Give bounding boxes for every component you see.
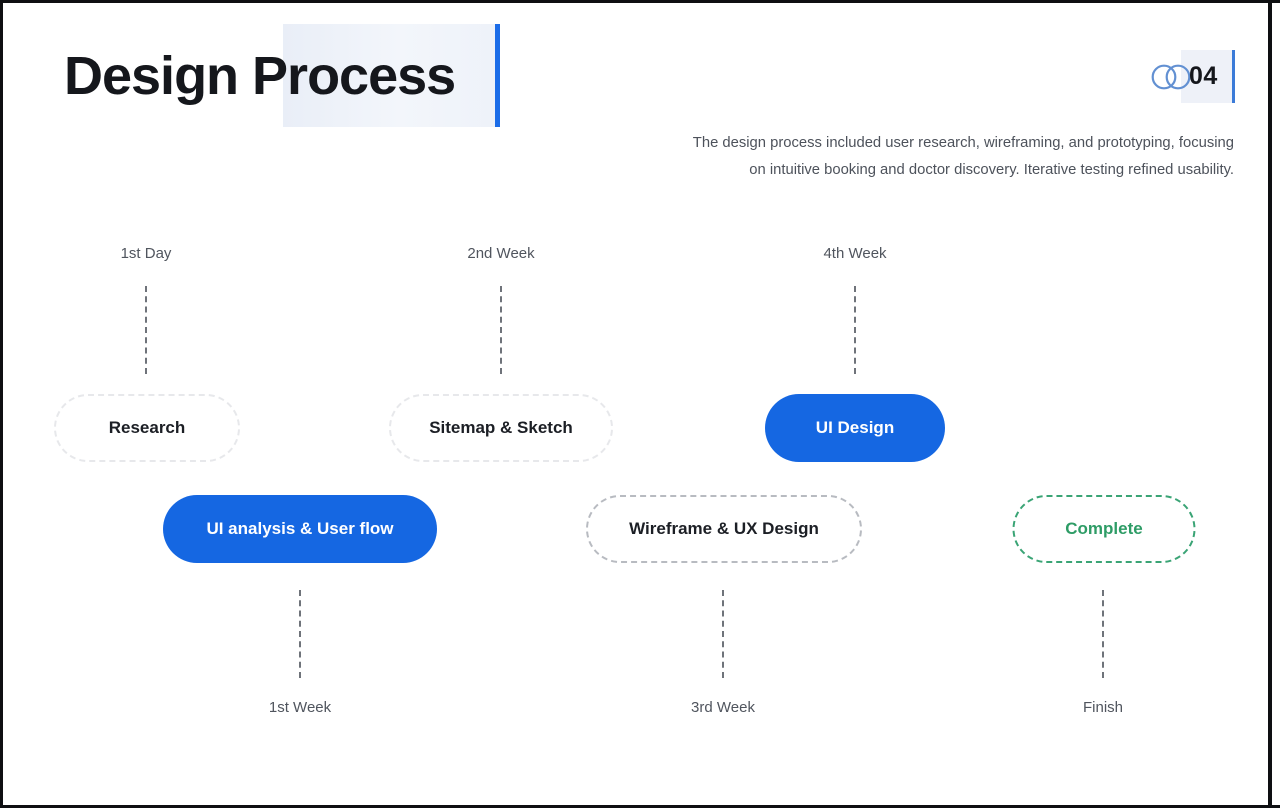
time-label-1st-week: 1st Week [268,699,332,716]
title-accent-bar [495,24,500,127]
time-label-4th-week: 4th Week [823,245,887,262]
stage-pill-sitemap-sketch: Sitemap & Sketch [389,394,613,462]
page-number: 04 [1189,62,1218,90]
description-line: on intuitive booking and doctor discover… [749,162,1234,178]
stage-label: UI analysis & User flow [206,519,394,538]
connector-complete [1102,590,1104,678]
slide-description: The design process included user researc… [614,130,1234,184]
time-label-3rd-week: 3rd Week [691,699,755,716]
stage-pill-ui-analysis-user-flow: UI analysis & User flow [163,495,437,563]
stage-label: Wireframe & UX Design [629,519,819,538]
description-line: The design process included user researc… [692,135,1234,151]
connector-sitemap [500,286,502,374]
overlapping-circles-icon [1151,64,1191,90]
slide-border-left [0,0,3,808]
page-title: Design Process [64,45,456,106]
connector-wireframe [722,590,724,678]
title-highlight-block [283,24,495,127]
stage-pill-complete: Complete [1012,495,1196,563]
stage-label: UI Design [815,418,895,437]
page-number-accent-line [1232,50,1235,103]
time-label-finish: Finish [1082,699,1124,716]
time-label-2nd-week: 2nd Week [467,245,535,262]
stage-label: Complete [1065,519,1143,538]
connector-research [145,286,147,374]
stage-pill-wireframe-ux-design: Wireframe & UX Design [586,495,862,563]
time-label-1st-day: 1st Day [120,245,172,262]
stage-pill-ui-design: UI Design [765,394,945,462]
connector-ui-design [854,286,856,374]
connector-ui-analysis [299,590,301,678]
slide-border-right [1268,0,1272,808]
stage-pill-research: Research [54,394,240,462]
slide-border-bottom [0,805,1280,808]
slide-border-top [0,0,1280,3]
stage-label: Sitemap & Sketch [429,418,573,437]
stage-label: Research [108,418,186,437]
